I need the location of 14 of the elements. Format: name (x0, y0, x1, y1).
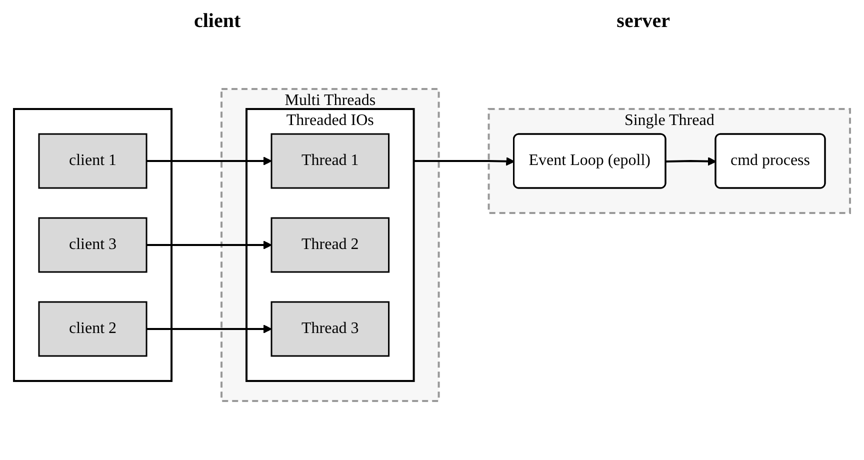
arrow (414, 156, 515, 166)
arrow (146, 324, 272, 334)
cluster (13, 108, 173, 382)
node-box: Thread 3 (270, 301, 390, 357)
node-box: Thread 2 (270, 217, 390, 273)
arrow (146, 240, 272, 250)
node-box: client 3 (38, 217, 148, 273)
node-box: client 1 (38, 133, 148, 189)
column-heading: server (616, 10, 670, 32)
node-box: Thread 1 (270, 133, 390, 189)
column-heading: client (194, 10, 241, 32)
arrow (666, 156, 716, 166)
node-box: client 2 (38, 301, 148, 357)
arrow (146, 156, 272, 166)
